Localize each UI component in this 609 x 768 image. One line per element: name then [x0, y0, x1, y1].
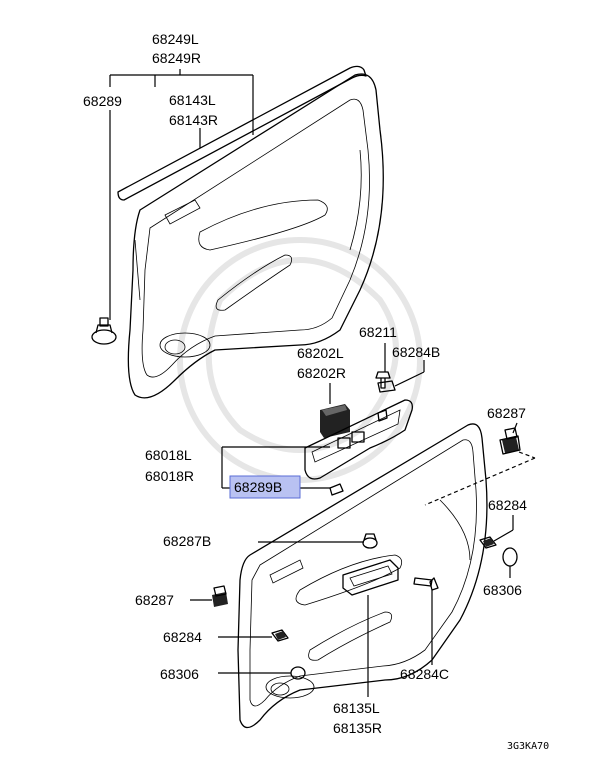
switch-panel-68018 — [304, 399, 413, 480]
label-68249R: 68249R — [152, 50, 201, 66]
label-68135L: 68135L — [333, 700, 380, 716]
label-68135R: 68135R — [333, 720, 382, 736]
label-68143L: 68143L — [169, 92, 216, 108]
cap-68306-right — [502, 547, 518, 567]
label-68143R: 68143R — [169, 112, 218, 128]
weatherstrip-68143 — [117, 65, 367, 201]
label-68284-left: 68284 — [163, 629, 202, 645]
diagram-code: 3G3KA70 — [507, 741, 549, 752]
label-68287-left: 68287 — [135, 592, 174, 608]
clip-68289 — [91, 317, 117, 345]
leader-lines — [109, 69, 536, 697]
highlight-68289B — [229, 475, 301, 499]
label-68202L: 68202L — [297, 345, 344, 361]
clip-68287-left — [212, 585, 228, 607]
label-68284-right: 68284 — [488, 497, 527, 513]
label-68306-left: 68306 — [160, 666, 199, 682]
lower-door-trim-panel — [237, 423, 488, 729]
label-68249L: 68249L — [152, 31, 199, 47]
clip-68287B — [362, 533, 378, 549]
label-68289: 68289 — [83, 93, 122, 109]
label-68018R: 68018R — [145, 468, 194, 484]
screw-68284C — [413, 577, 439, 591]
pad-68289B — [329, 483, 344, 496]
clip-68287-right — [499, 427, 521, 455]
part-labels: 68249L 68249R 68289 68143L 68143R 68211 … — [83, 31, 549, 752]
label-68284C: 68284C — [400, 666, 449, 682]
upper-door-trim-panel — [127, 73, 384, 399]
cover-68211 — [377, 380, 396, 393]
label-68306-right: 68306 — [483, 582, 522, 598]
label-68289B: 68289B — [234, 479, 282, 495]
screw-68284-left — [271, 629, 289, 642]
handle-68135 — [342, 559, 399, 596]
label-68287-top: 68287 — [487, 405, 526, 421]
label-68284B: 68284B — [392, 344, 440, 360]
label-68211: 68211 — [359, 324, 397, 340]
label-68287B: 68287B — [163, 533, 211, 549]
label-68202R: 68202R — [297, 365, 346, 381]
cap-68306-left — [290, 666, 306, 680]
screw-68284-right — [479, 536, 497, 549]
label-68018L: 68018L — [145, 447, 192, 463]
